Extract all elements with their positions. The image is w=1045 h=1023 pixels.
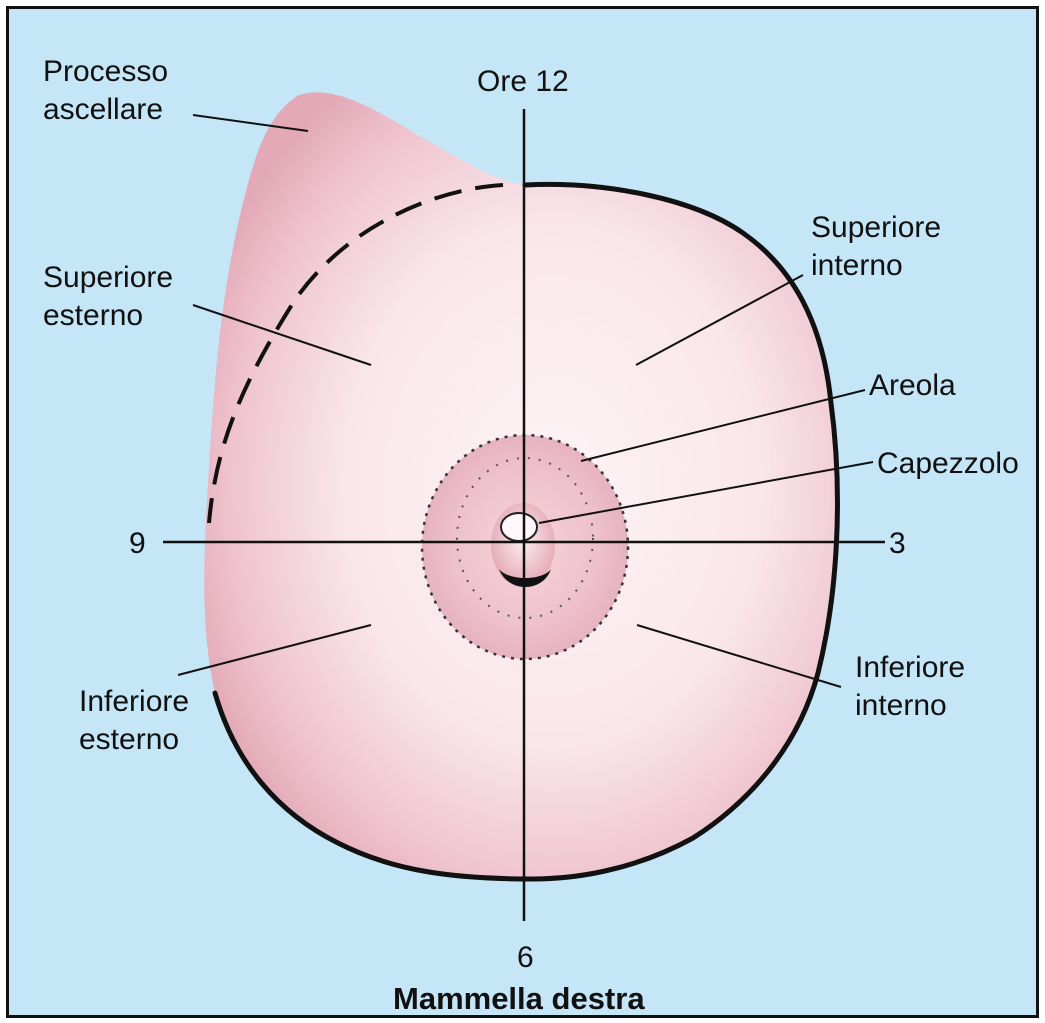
- clock-label-6: 6: [517, 939, 534, 977]
- clock-label-12: Ore 12: [477, 63, 569, 101]
- figure-title: Mammella destra: [393, 981, 645, 1017]
- label-upper-outer: Superiore esterno: [43, 259, 173, 335]
- label-lower-inner: Inferiore interno: [855, 649, 965, 725]
- label-axillary-process: Processo ascellare: [43, 53, 168, 129]
- label-lower-outer: Inferiore esterno: [79, 683, 189, 759]
- label-areola: Areola: [869, 367, 956, 405]
- breast-diagram: [9, 9, 1039, 1018]
- label-nipple: Capezzolo: [877, 445, 1019, 483]
- label-upper-inner: Superiore interno: [811, 209, 941, 285]
- clock-label-3: 3: [889, 525, 906, 563]
- diagram-panel: Processo ascellare Superiore esterno Sup…: [6, 6, 1039, 1018]
- clock-label-9: 9: [129, 525, 146, 563]
- nipple-highlight: [501, 513, 537, 541]
